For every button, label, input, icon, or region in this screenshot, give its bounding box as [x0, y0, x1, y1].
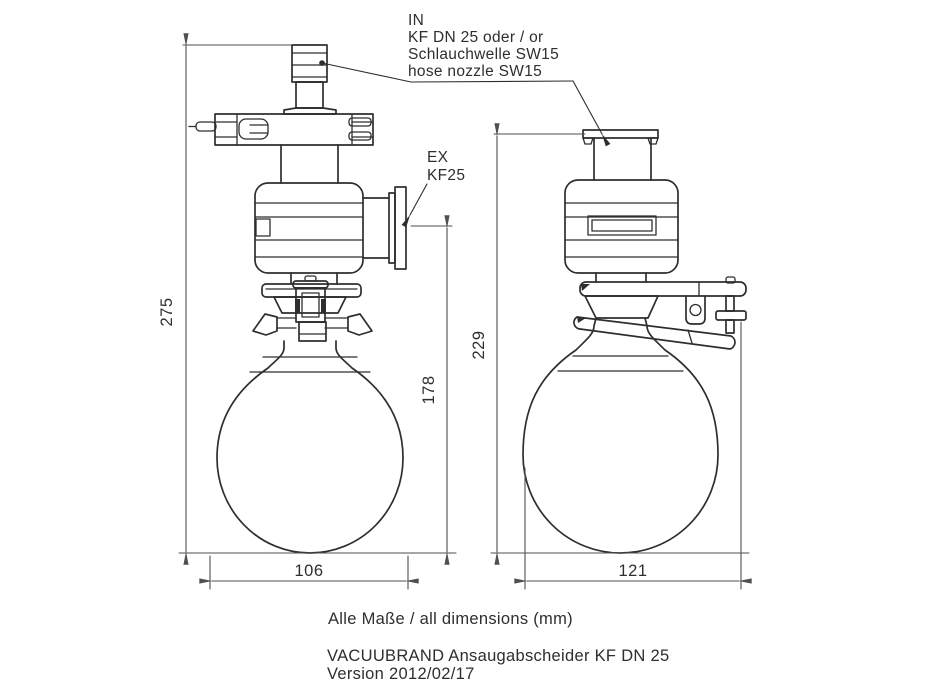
hose-nozzle [283, 44, 337, 115]
units-note: Alle Maße / all dimensions (mm) [328, 610, 573, 628]
inlet-flange [188, 113, 374, 146]
ex-label-line-2: KF25 [427, 167, 465, 184]
flask-clamp-front [252, 272, 373, 342]
dim-229-label: 229 [470, 330, 488, 359]
outlet-flange [362, 186, 407, 270]
separator-body-front [254, 182, 364, 274]
dimension-side-overall-width: 121 [514, 321, 752, 590]
front-view [188, 44, 407, 554]
clamp-screw [715, 295, 747, 334]
dimension-front-total-height: 275 [158, 33, 292, 565]
flange-pin [188, 121, 217, 132]
in-label-line-1: IN [408, 12, 424, 29]
dimension-front-flask-width: 106 [199, 555, 419, 590]
inlet-leader [319, 60, 611, 147]
side-view [522, 129, 747, 554]
in-label-line-3: Schlauchwelle SW15 [408, 46, 559, 63]
version-label: Version 2012/02/17 [327, 665, 475, 683]
dim-275-label: 275 [158, 297, 176, 326]
outlet-leader [401, 183, 428, 228]
ex-label-line-1: EX [427, 149, 449, 166]
separator-body-side [564, 179, 679, 274]
outlet-annotation: EX KF25 [427, 149, 465, 184]
flask-clamp-side [573, 272, 747, 350]
dim-106-label: 106 [294, 562, 323, 580]
clamp-lever [573, 316, 736, 350]
front-neck [280, 144, 339, 184]
dimension-front-outlet-height: 178 [410, 215, 453, 565]
product-title: VACUUBRAND Ansaugabscheider KF DN 25 [327, 647, 669, 665]
flask-side [522, 317, 719, 554]
dim-121-label: 121 [618, 562, 647, 580]
dim-178-label: 178 [420, 375, 438, 404]
footer-block: Alle Maße / all dimensions (mm) VACUUBRA… [327, 610, 669, 683]
dimension-side-total-height: 229 [470, 123, 586, 565]
in-label-line-2: KF DN 25 oder / or [408, 29, 543, 46]
inlet-flange-side [582, 129, 659, 181]
flask-front [216, 340, 404, 554]
in-label-line-4: hose nozzle SW15 [408, 63, 542, 80]
inlet-annotation: IN KF DN 25 oder / or Schlauchwelle SW15… [408, 12, 559, 80]
